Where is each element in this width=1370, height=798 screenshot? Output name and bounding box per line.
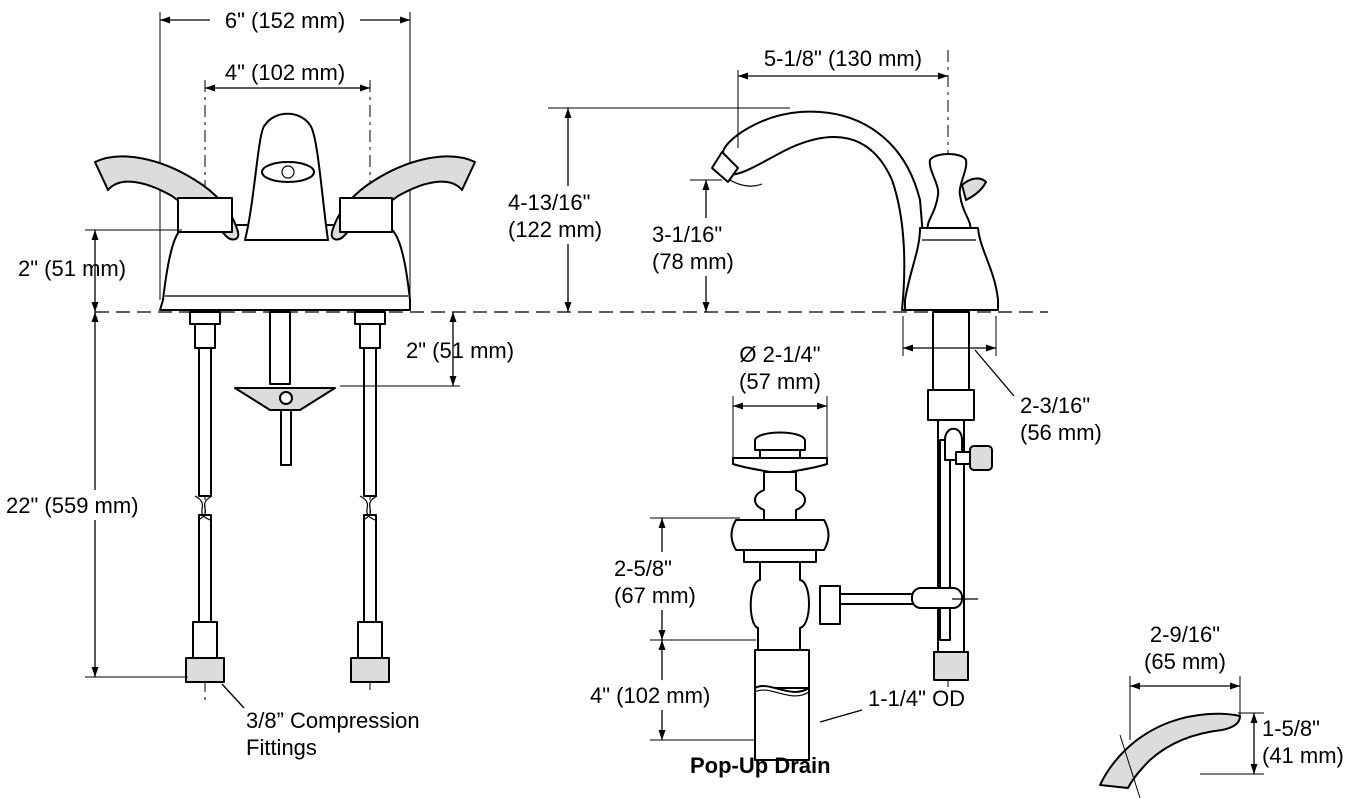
left-supply-line	[185, 311, 225, 683]
flange-diameter-label-line1: Ø 2-1/4"	[739, 342, 820, 367]
tailpiece-label: 4" (102 mm)	[590, 683, 710, 708]
spout-height-label-line1: 4-13/16"	[508, 190, 590, 215]
aerator-height-label-line2: (78 mm)	[652, 249, 734, 274]
lever-length-label-line2: (65 mm)	[1144, 649, 1226, 674]
side-body	[904, 227, 999, 311]
lever-length-label-line1: 2-9/16"	[1150, 622, 1220, 647]
pop-up-rod	[234, 311, 336, 466]
fittings-label-line1: 3/8” Compression	[246, 708, 420, 733]
base-diameter-label-line2: (56 mm)	[1020, 420, 1102, 445]
right-supply-line	[350, 311, 390, 683]
pop-up-drain-title: Pop-Up Drain	[690, 753, 831, 778]
lever-height-label-line1: 1-5/8"	[1262, 716, 1320, 741]
lever-height-label-line2: (41 mm)	[1262, 743, 1344, 768]
drain-body-label-line1: 2-5/8"	[614, 556, 672, 581]
aerator-height-label-line1: 3-1/16"	[652, 222, 722, 247]
flange-diameter-label-line2: (57 mm)	[739, 369, 821, 394]
front-view: 6" (152 mm) 4" (102 mm) 2" (51 mm) 2" (5…	[0, 6, 1048, 760]
drain-body-label-line2: (67 mm)	[614, 583, 696, 608]
pop-up-drain: Ø 2-1/4" (57 mm) 2-5/8" (67 mm) 4" (102 …	[584, 342, 978, 778]
lever-handle-detail	[1099, 712, 1241, 789]
right-lever-handle	[330, 155, 476, 241]
centers-label: 4" (102 mm)	[225, 60, 345, 85]
spout-reach-label: 5-1/8" (130 mm)	[764, 46, 922, 71]
left-lever-handle	[94, 155, 240, 241]
side-spout	[722, 110, 926, 311]
supply-length-label: 22" (559 mm)	[6, 493, 139, 518]
base-diameter-label-line1: 2-3/16"	[1020, 393, 1090, 418]
lever-detail: 2-9/16" (65 mm) 1-5/8" (41 mm)	[1099, 622, 1344, 798]
overall-width-label: 6" (152 mm)	[225, 8, 345, 33]
side-view: 5-1/8" (130 mm) 4-13/16" (122 mm) 3-1/16…	[500, 46, 1102, 690]
drain-flange	[732, 457, 828, 473]
drain-lever-depth-label: 2" (51 mm)	[406, 338, 514, 363]
handle-height-label: 2" (51 mm)	[18, 256, 126, 281]
side-handle	[926, 153, 972, 229]
spout-height-label-line2: (122 mm)	[508, 217, 602, 242]
fittings-label-line2: Fittings	[246, 735, 317, 760]
tailpiece-od-label: 1-1/4" OD	[868, 686, 965, 711]
